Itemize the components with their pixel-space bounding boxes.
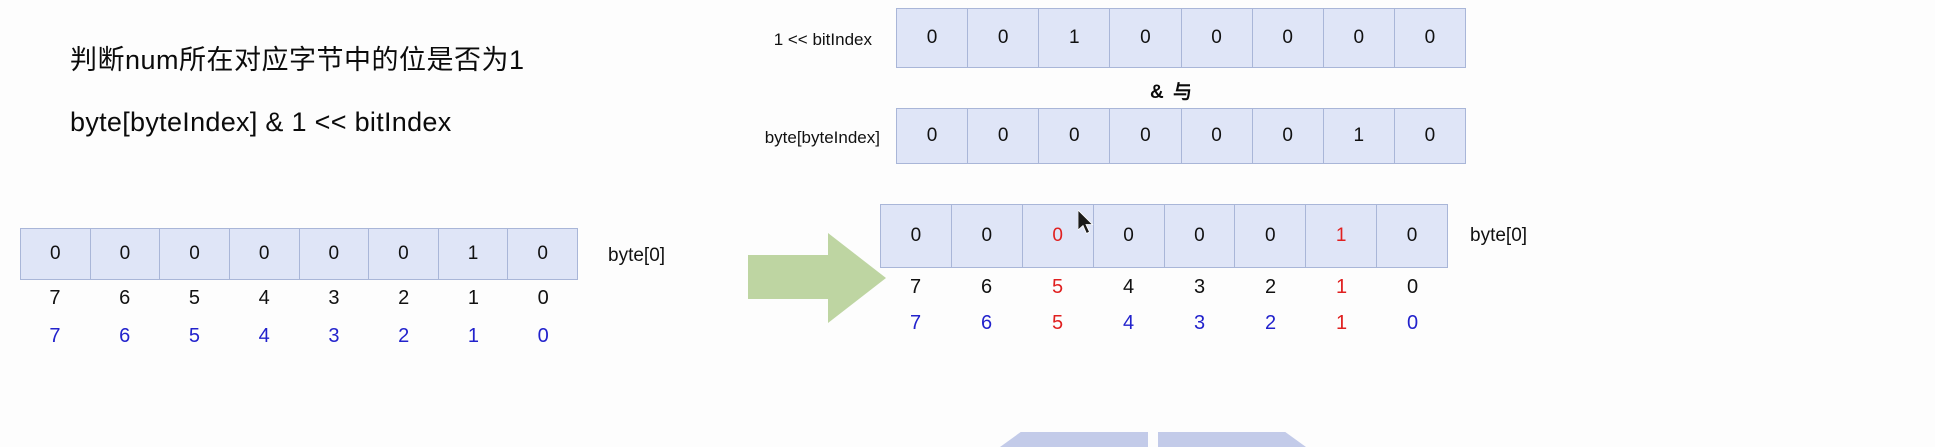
shift-bit-cell-6: 0 bbox=[1323, 9, 1395, 67]
result-bitpos-1: 6 bbox=[980, 311, 993, 334]
operator-and-label: & 与 bbox=[1150, 82, 1195, 103]
result-index-3: 4 bbox=[1122, 275, 1135, 298]
byte-index-bit-cell-0: 0 bbox=[897, 109, 969, 163]
result-bit-cell-4: 0 bbox=[1164, 205, 1236, 267]
decorative-shape-left bbox=[1000, 432, 1148, 447]
byte-index-bit-cell-6: 1 bbox=[1323, 109, 1395, 163]
result-bitpos-6: 1 bbox=[1335, 311, 1348, 334]
result-bit-cell-3: 0 bbox=[1093, 205, 1165, 267]
source-bit-cell-1: 0 bbox=[90, 229, 161, 279]
mouse-cursor-icon bbox=[1078, 210, 1094, 235]
shift-table-label: 1 << bitIndex bbox=[773, 30, 872, 49]
source-bitpos-5: 2 bbox=[398, 324, 410, 347]
result-index-1: 6 bbox=[980, 275, 993, 298]
byte-index-table-label: byte[byteIndex] bbox=[764, 128, 880, 147]
result-index-4: 3 bbox=[1193, 275, 1206, 298]
byte-index-bit-cell-4: 0 bbox=[1181, 109, 1253, 163]
source-index-6: 1 bbox=[467, 286, 479, 309]
shift-bit-cell-4: 0 bbox=[1181, 9, 1253, 67]
source-bit-cell-0: 0 bbox=[21, 229, 91, 279]
source-bitpos-7: 0 bbox=[537, 324, 549, 347]
result-index-2: 5 bbox=[1051, 275, 1064, 298]
byte-index-bit-cell-1: 0 bbox=[968, 109, 1040, 163]
source-bit-cell-6: 1 bbox=[438, 229, 509, 279]
source-bitpos-4: 3 bbox=[328, 324, 340, 347]
byte-index-bit-cell-7: 0 bbox=[1394, 109, 1465, 163]
source-bit-cell-4: 0 bbox=[299, 229, 370, 279]
result-index-7: 0 bbox=[1406, 275, 1419, 298]
source-bitpos-1: 6 bbox=[119, 324, 131, 347]
result-bit-cell-7: 0 bbox=[1377, 205, 1447, 267]
result-bit-cell-6: 1 bbox=[1306, 205, 1378, 267]
result-bitpos-0: 7 bbox=[909, 311, 922, 334]
shift-bit-cell-0: 0 bbox=[897, 9, 969, 67]
result-bitpos-3: 4 bbox=[1122, 311, 1135, 334]
result-bitpos-5: 2 bbox=[1264, 311, 1277, 334]
source-bitpos-6: 1 bbox=[467, 324, 479, 347]
source-index-5: 2 bbox=[398, 286, 410, 309]
result-index-row: 7 6 5 4 3 2 1 0 bbox=[880, 272, 1448, 302]
source-bit-cell-5: 0 bbox=[369, 229, 439, 279]
source-index-7: 0 bbox=[537, 286, 549, 309]
shift-bit-cell-2: 1 bbox=[1039, 9, 1111, 67]
result-table-label: byte[0] bbox=[1470, 225, 1528, 246]
source-bit-position-row: 7 6 5 4 3 2 1 0 bbox=[20, 322, 578, 350]
byte-index-bit-cell-3: 0 bbox=[1110, 109, 1182, 163]
source-index-0: 7 bbox=[49, 286, 61, 309]
shift-bit-cell-5: 0 bbox=[1252, 9, 1324, 67]
shift-bit-cell-3: 0 bbox=[1110, 9, 1182, 67]
shift-bit-cell-7: 0 bbox=[1394, 9, 1465, 67]
source-bitpos-3: 4 bbox=[258, 324, 270, 347]
source-bitpos-0: 7 bbox=[49, 324, 61, 347]
byte-index-bit-cell-5: 0 bbox=[1252, 109, 1324, 163]
source-index-row: 7 6 5 4 3 2 1 0 bbox=[20, 284, 578, 312]
shift-bit-cell-1: 0 bbox=[968, 9, 1040, 67]
result-bit-cell-1: 0 bbox=[951, 205, 1023, 267]
result-bit-position-row: 7 6 5 4 3 2 1 0 bbox=[880, 308, 1448, 338]
decorative-shape-right bbox=[1158, 432, 1306, 447]
byte-index-bit-cell-2: 0 bbox=[1039, 109, 1111, 163]
result-bit-cell-5: 0 bbox=[1235, 205, 1307, 267]
result-bit-cell-0: 0 bbox=[881, 205, 952, 267]
result-index-5: 2 bbox=[1264, 275, 1277, 298]
result-index-6: 1 bbox=[1335, 275, 1348, 298]
result-bitpos-4: 3 bbox=[1193, 311, 1206, 334]
arrow-source-label: byte[0] bbox=[608, 245, 666, 266]
headline-line-expression: byte[byteIndex] & 1 << bitIndex bbox=[70, 107, 452, 137]
source-index-4: 3 bbox=[328, 286, 340, 309]
result-bitpos-2: 5 bbox=[1051, 311, 1064, 334]
source-index-2: 5 bbox=[188, 286, 200, 309]
source-index-3: 4 bbox=[258, 286, 270, 309]
source-bitpos-2: 5 bbox=[188, 324, 200, 347]
source-bit-cell-3: 0 bbox=[229, 229, 300, 279]
source-index-1: 6 bbox=[119, 286, 131, 309]
result-bitpos-7: 0 bbox=[1406, 311, 1419, 334]
headline-line-description: 判断num所在对应字节中的位是否为1 bbox=[70, 45, 525, 75]
source-bit-cell-2: 0 bbox=[160, 229, 230, 279]
result-index-0: 7 bbox=[909, 275, 922, 298]
source-bit-cell-7: 0 bbox=[508, 229, 577, 279]
headline-block: 判断num所在对应字节中的位是否为1 byte[byteIndex] & 1 <… bbox=[70, 38, 710, 138]
